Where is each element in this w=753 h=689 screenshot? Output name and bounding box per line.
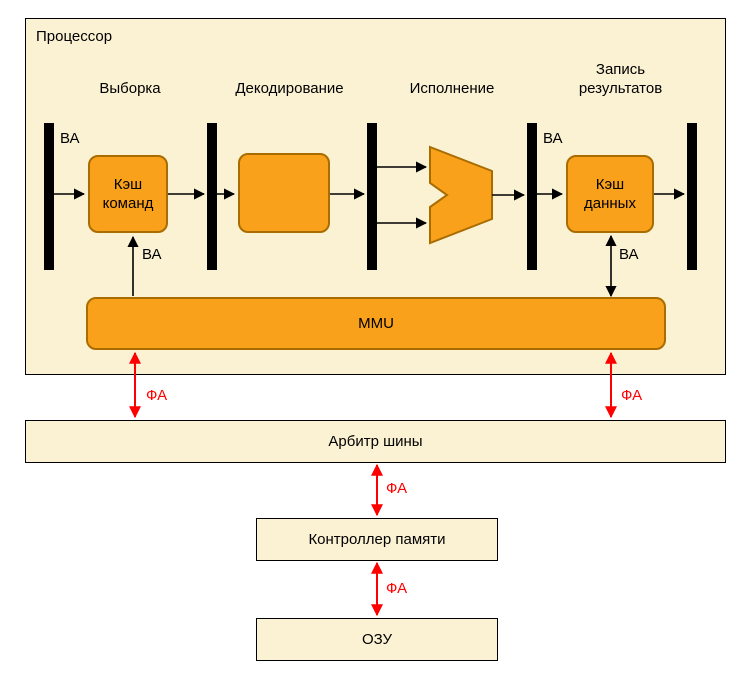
stage-label-decode: Декодирование — [235, 80, 344, 97]
stage-label-writeback: Запись результатов — [578, 61, 663, 97]
data-cache-block: Кэш данных — [566, 155, 654, 233]
fa-label-arbiter-controller: ФА — [386, 480, 408, 497]
ram-block: ОЗУ — [256, 618, 498, 661]
fa-label-mmu-arbiter-right: ФА — [621, 387, 643, 404]
stage-label-execute: Исполнение — [409, 80, 495, 97]
data-cache-label: Кэш данных — [584, 175, 636, 213]
instruction-cache-label: Кэш команд — [102, 175, 154, 213]
mmu-label: MMU — [358, 314, 394, 332]
va-label-dcache-mmu: ВА — [619, 246, 639, 263]
bus-arbiter-label: Арбитр шины — [328, 433, 423, 450]
fa-label-mmu-arbiter-left: ФА — [146, 387, 168, 404]
ram-label: ОЗУ — [361, 631, 393, 648]
processor-title: Процессор — [36, 28, 113, 45]
bus-arbiter-block: Арбитр шины — [25, 420, 726, 463]
va-label-writeback-register: ВА — [543, 130, 563, 147]
memory-controller-label: Контроллер памяти — [308, 531, 446, 548]
memory-controller-block: Контроллер памяти — [256, 518, 498, 561]
instruction-cache-block: Кэш команд — [88, 155, 168, 233]
fa-label-controller-ram: ФА — [386, 580, 408, 597]
va-label-icache-mmu: ВА — [142, 246, 162, 263]
mmu-block: MMU — [86, 297, 666, 350]
va-label-fetch-register: ВА — [60, 130, 80, 147]
decode-block — [238, 153, 330, 233]
stage-label-fetch: Выборка — [99, 80, 161, 97]
